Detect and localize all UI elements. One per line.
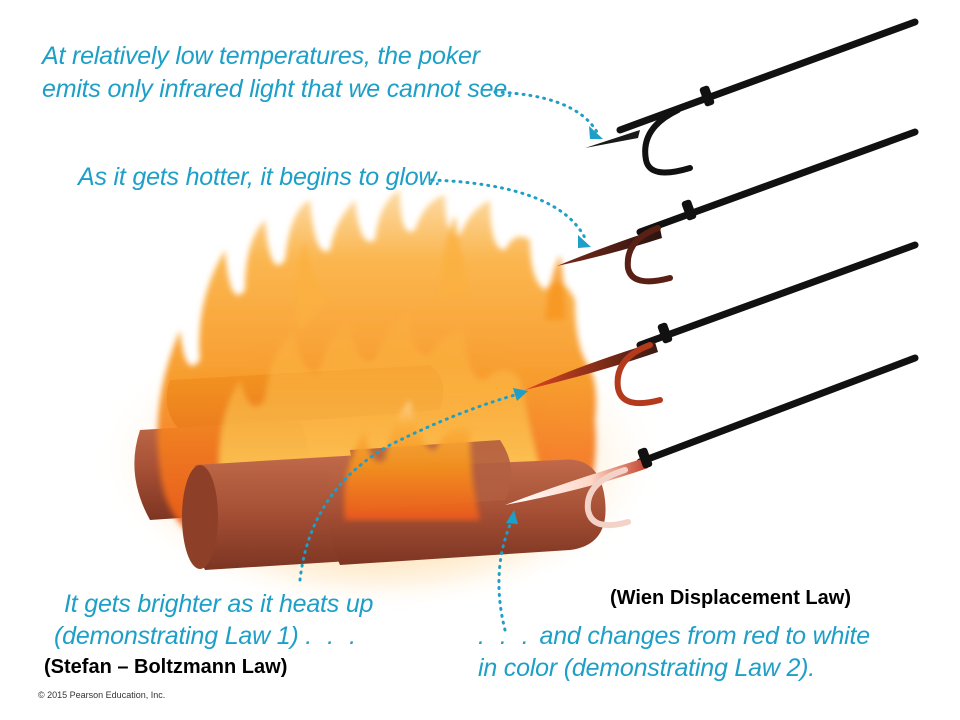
pointer-arrows: [298, 90, 599, 632]
front-logs: [182, 400, 606, 570]
poker-infrared: [585, 18, 919, 176]
caption-color-line1: . . . and changes from red to white: [478, 622, 870, 651]
caption-low-temp-line1: At relatively low temperatures, the poke…: [42, 42, 480, 70]
caption-color-line2: in color (demonstrating Law 2).: [478, 654, 816, 682]
flame-tongue: [440, 215, 470, 300]
caption-brighter-line2: (demonstrating Law 1) . . .: [54, 622, 360, 651]
law-label-stefan-boltzmann: (Stefan – Boltzmann Law): [44, 656, 288, 678]
caption-brighter-text: (demonstrating Law 1): [54, 622, 299, 650]
caption-low-temp-line2: emits only infrared light that we cannot…: [42, 75, 514, 103]
copyright-notice: © 2015 Pearson Education, Inc.: [38, 690, 166, 700]
arrow-brighter: [298, 391, 524, 582]
arrowhead: [513, 388, 528, 401]
poker-hook: [614, 342, 663, 406]
arrowhead: [589, 126, 603, 139]
caption-color-text: and changes from red to white: [539, 622, 870, 650]
arrowhead: [506, 510, 518, 524]
arrow-color: [497, 518, 514, 632]
arrow-hotter: [430, 178, 588, 242]
flame-tongue: [545, 255, 566, 320]
caption-color-ellipsis: . . .: [478, 622, 533, 650]
log-front-left: [189, 455, 372, 570]
poker-hook: [642, 107, 693, 176]
arrowheads: [506, 126, 603, 524]
flame-tongue: [296, 240, 330, 330]
poker-hook: [624, 225, 673, 285]
arrow-low-temp: [493, 90, 599, 134]
caption-brighter-line1: It gets brighter as it heats up: [64, 590, 374, 618]
arrowhead: [578, 235, 591, 248]
log-end: [182, 465, 218, 569]
poker-glowing: [557, 128, 919, 285]
law-label-wien: (Wien Displacement Law): [610, 587, 851, 609]
poker-hook: [584, 467, 631, 528]
flame-front: [344, 400, 480, 520]
poker-brighter: [525, 241, 919, 406]
poker-white-hot: [505, 354, 919, 528]
caption-hotter: As it gets hotter, it begins to glow.: [78, 163, 442, 191]
caption-brighter-ellipsis: . . .: [305, 622, 361, 650]
